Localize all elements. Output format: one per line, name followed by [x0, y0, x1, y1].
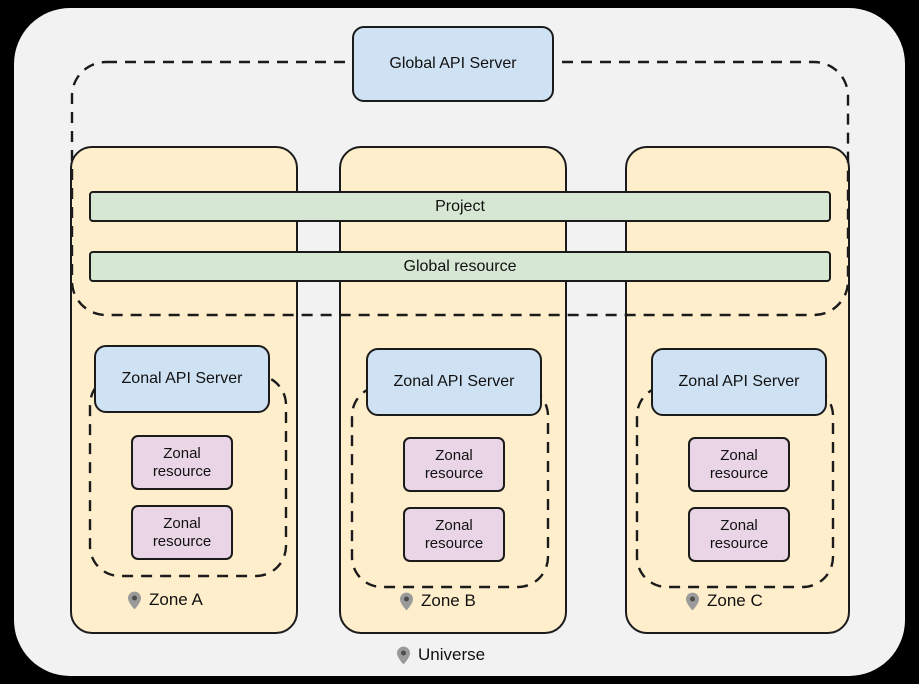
zone-a-resource-2-label: Zonal resource [152, 514, 212, 550]
zone-a-caption-label: Zone A [149, 590, 203, 609]
zone-b-caption-label: Zone B [421, 591, 476, 610]
zone-a-api-server-label: Zonal API Server [121, 370, 243, 387]
map-pin-icon [685, 592, 700, 611]
zone-c-resource-2[interactable]: Zonal resource [688, 507, 790, 562]
project-band-label: Project [435, 197, 485, 215]
universe-caption: Universe [396, 645, 485, 665]
zone-b-resource-2-label: Zonal resource [424, 516, 484, 552]
universe-caption-label: Universe [418, 645, 486, 664]
zone-a-resource-1-label: Zonal resource [152, 444, 212, 480]
zone-c-resource-2-label: Zonal resource [709, 516, 769, 552]
global-api-server-box[interactable]: Global API Server [352, 26, 554, 102]
zone-b-api-server-label: Zonal API Server [393, 373, 515, 390]
zone-a-api-server-box[interactable]: Zonal API Server [94, 345, 270, 413]
zone-c-resource-1-label: Zonal resource [709, 446, 769, 482]
zone-c-api-server-label: Zonal API Server [678, 373, 800, 390]
zone-c-caption-label: Zone C [707, 591, 763, 610]
map-pin-icon [399, 592, 414, 611]
global-resource-band-label: Global resource [403, 257, 517, 275]
zone-c-resource-1[interactable]: Zonal resource [688, 437, 790, 492]
zone-b-resource-1[interactable]: Zonal resource [403, 437, 505, 492]
zone-c-api-server-box[interactable]: Zonal API Server [651, 348, 827, 416]
global-resource-band[interactable]: Global resource [89, 251, 831, 282]
zone-a-resource-2[interactable]: Zonal resource [131, 505, 233, 560]
zone-b-resource-2[interactable]: Zonal resource [403, 507, 505, 562]
zone-a-resource-1[interactable]: Zonal resource [131, 435, 233, 490]
map-pin-icon [127, 591, 142, 610]
global-api-server-label: Global API Server [389, 55, 517, 72]
map-pin-icon [396, 646, 411, 665]
zone-b-resource-1-label: Zonal resource [424, 446, 484, 482]
zone-a-caption: Zone A [127, 590, 203, 610]
project-band[interactable]: Project [89, 191, 831, 222]
zone-b-api-server-box[interactable]: Zonal API Server [366, 348, 542, 416]
zone-c-caption: Zone C [685, 591, 763, 611]
zone-b-caption: Zone B [399, 591, 476, 611]
